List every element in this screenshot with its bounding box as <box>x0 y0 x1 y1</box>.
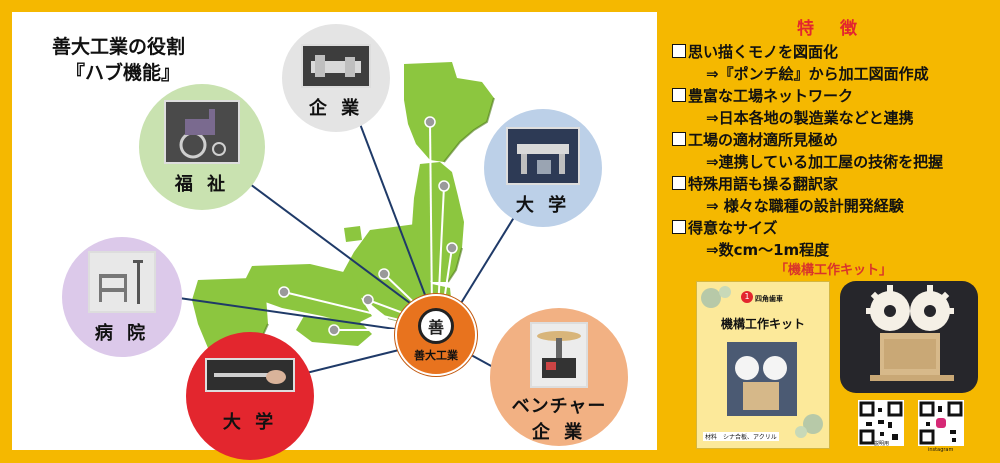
features-section: 特 徴 思い描くモノを図面化 ⇒『ポンチ絵』から加工図面作成 豊富な工場ネットワ… <box>672 14 992 261</box>
node-hospital-label: 病 院 <box>94 323 150 344</box>
feature-main: 工場の適材適所見極め <box>688 131 839 149</box>
title-line-1: 善大工業の役割 <box>52 36 186 58</box>
feature-main: 思い描くモノを図面化 <box>688 43 839 61</box>
test-apparatus-photo-icon <box>506 127 580 185</box>
node-welfare-label: 福 祉 <box>174 174 230 195</box>
kit-caption: 「機構工作キット」 <box>775 263 893 278</box>
node-company-label: 企 業 <box>308 98 364 119</box>
qr-code-instagram-icon[interactable] <box>918 400 964 446</box>
card-number-badge: 1 <box>741 291 753 303</box>
feature-item-1: 思い描くモノを図面化 ⇒『ポンチ絵』から加工図面作成 <box>672 41 992 85</box>
checkbox-icon <box>672 220 686 234</box>
node-venture: ベンチャー 企 業 <box>490 308 628 446</box>
feature-sub: ⇒連携している加工屋の技術を把握 <box>706 153 944 171</box>
wheelchair-photo-icon <box>164 100 240 164</box>
card-material: 材料 シナ合板、アクリル <box>703 432 779 441</box>
node-welfare: 福 祉 <box>139 84 265 210</box>
node-venture-label: ベンチャー <box>511 396 607 417</box>
title-line-2: 『ハブ機能』 <box>66 62 181 84</box>
node-venture-label-2: 企 業 <box>531 422 587 443</box>
rotating-table-photo-icon <box>530 322 588 388</box>
feature-main: 豊富な工場ネットワーク <box>688 87 854 105</box>
checkbox-icon <box>672 44 686 58</box>
feature-main: 得意なサイズ <box>688 219 778 237</box>
hub-diagram-panel: 善大工業の役割 『ハブ機能』 企 業 福 祉 大 学 病 院 大 学 <box>12 12 657 460</box>
feature-sub: ⇒ 様々な職種の設計開発経験 <box>706 197 904 215</box>
node-university-right-label: 大 学 <box>515 195 571 216</box>
machine-part-photo-icon <box>301 44 371 88</box>
kit-card: 1 四角歯車 機構工作キット 材料 シナ合板、アクリル <box>696 281 830 449</box>
bar-tool-photo-icon <box>205 358 295 392</box>
features-heading: 特 徴 <box>797 19 867 39</box>
gear-kit-photo-icon <box>840 281 978 393</box>
feature-item-5: 得意なサイズ ⇒数cm～1m程度 <box>672 217 992 261</box>
page-title: 善大工業の役割 『ハブ機能』 <box>52 34 185 86</box>
card-title: 機構工作キット <box>720 317 805 331</box>
checkbox-icon <box>672 176 686 190</box>
gear-decoration-icon <box>701 286 823 438</box>
hub-zendai-kogyo: 善 善大工業 <box>395 294 477 376</box>
feature-item-4: 特殊用語も操る翻訳家 ⇒ 様々な職種の設計開発経験 <box>672 173 992 217</box>
qr-code-explanation-label: 説明用 <box>874 441 890 447</box>
feature-sub: ⇒日本各地の製造業などと連携 <box>706 109 914 127</box>
card-category: 四角歯車 <box>755 295 783 303</box>
feature-sub: ⇒数cm～1m程度 <box>706 241 830 259</box>
company-logo-icon: 善 <box>418 307 454 344</box>
feature-item-3: 工場の適材適所見極め ⇒連携している加工屋の技術を把握 <box>672 129 992 173</box>
feature-sub: ⇒『ポンチ絵』から加工図面作成 <box>706 65 929 83</box>
map-points <box>278 116 458 336</box>
feature-main: 特殊用語も操る翻訳家 <box>688 175 839 193</box>
hub-label: 善大工業 <box>414 348 458 362</box>
qr-code-explanation-icon[interactable] <box>858 400 904 446</box>
feature-item-2: 豊富な工場ネットワーク ⇒日本各地の製造業などと連携 <box>672 85 992 129</box>
checkbox-icon <box>672 88 686 102</box>
qr-code-instagram-label: instagram <box>928 447 954 453</box>
checkbox-icon <box>672 132 686 146</box>
node-hospital: 病 院 <box>62 237 182 357</box>
node-university-right: 大 学 <box>484 109 602 227</box>
medical-cart-photo-icon <box>88 251 156 313</box>
node-university-left-label: 大 学 <box>222 412 278 433</box>
node-university-left: 大 学 <box>186 332 314 460</box>
node-company: 企 業 <box>282 24 390 132</box>
